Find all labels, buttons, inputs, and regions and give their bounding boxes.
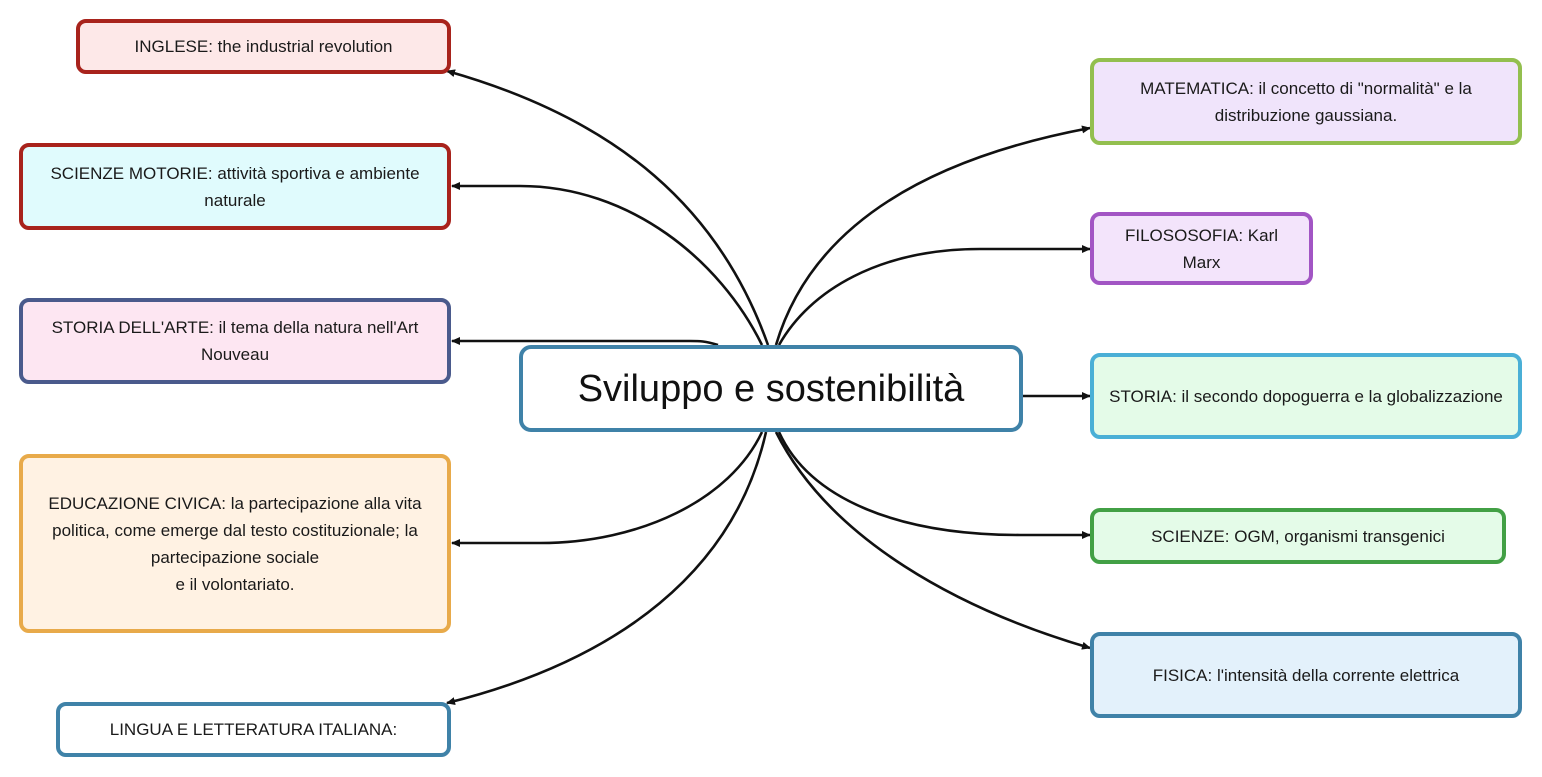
node-filosofia[interactable]: FILOSOSOFIA: Karl Marx — [1090, 212, 1313, 285]
node-label: LINGUA E LETTERATURA ITALIANA: — [109, 720, 398, 739]
link-educazione-civica — [451, 431, 764, 547]
central-topic-label: Sviluppo e sostenibilità — [577, 367, 965, 410]
link-fisica — [774, 431, 1091, 650]
node-label: STORIA DELL'ARTE: il tema della natura n… — [51, 318, 419, 364]
node-scienze-motorie[interactable]: SCIENZE MOTORIE: attività sportiva e amb… — [19, 143, 451, 230]
link-storia-arte — [451, 337, 719, 347]
node-label: EDUCAZIONE CIVICA: la partecipazione all… — [48, 493, 422, 594]
link-filosofia — [777, 245, 1091, 346]
node-storia-arte[interactable]: STORIA DELL'ARTE: il tema della natura n… — [19, 298, 451, 384]
node-label: MATEMATICA: il concetto di "normalità" e… — [1140, 78, 1472, 125]
central-topic[interactable]: Sviluppo e sostenibilità — [519, 345, 1023, 432]
node-label: STORIA: il secondo dopoguerra e la globa… — [1109, 386, 1503, 406]
node-label: FISICA: l'intensità della corrente elett… — [1152, 665, 1460, 685]
node-scienze[interactable]: SCIENZE: OGM, organismi transgenici — [1090, 508, 1506, 564]
node-fisica[interactable]: FISICA: l'intensità della corrente elett… — [1090, 632, 1522, 718]
link-inglese — [446, 69, 770, 346]
node-label: SCIENZE MOTORIE: attività sportiva e amb… — [50, 163, 420, 210]
node-label: INGLESE: the industrial revolution — [134, 37, 393, 56]
link-scienze — [777, 431, 1091, 539]
node-label: SCIENZE: OGM, organismi transgenici — [1151, 526, 1445, 546]
link-italiano — [446, 431, 768, 705]
node-storia[interactable]: STORIA: il secondo dopoguerra e la globa… — [1090, 353, 1522, 439]
node-label: FILOSOSOFIA: Karl Marx — [1124, 225, 1279, 272]
node-inglese[interactable]: INGLESE: the industrial revolution — [76, 19, 451, 74]
node-educazione-civica[interactable]: EDUCAZIONE CIVICA: la partecipazione all… — [19, 454, 451, 633]
node-lingua-letteratura-italiana[interactable]: LINGUA E LETTERATURA ITALIANA: — [56, 702, 451, 757]
node-matematica[interactable]: MATEMATICA: il concetto di "normalità" e… — [1090, 58, 1522, 145]
link-matematica — [774, 125, 1091, 346]
link-scienze-motorie — [451, 182, 764, 346]
